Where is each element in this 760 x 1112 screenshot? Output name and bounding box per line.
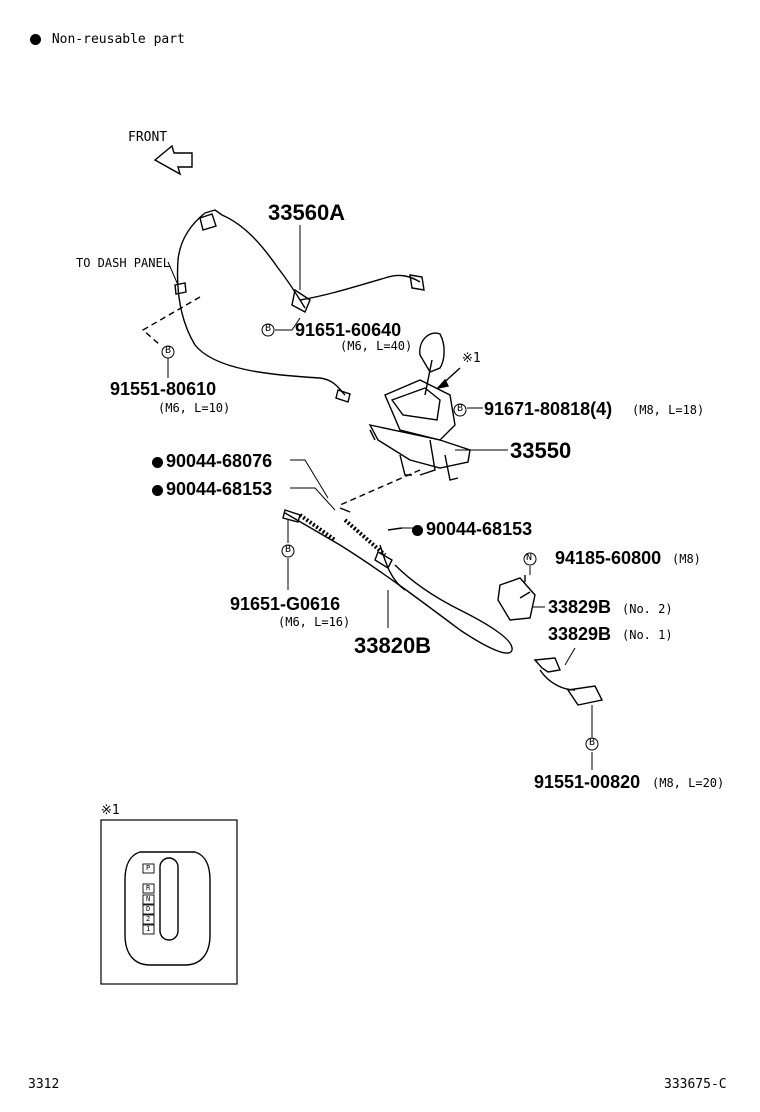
front-arrow <box>153 144 193 176</box>
non-reusable-dot-icon <box>30 34 41 45</box>
part-94185-60800: 94185-60800 <box>555 548 662 568</box>
part-33829B-no2: 33829B <box>548 597 612 617</box>
nut-callout-icon: N <box>526 552 533 563</box>
part-91651-60640: 91651-60640 <box>295 320 402 340</box>
position-r: R <box>146 884 151 892</box>
spec-91651-60640: (M6, L=40) <box>340 339 413 353</box>
part-number: 90044-68153 <box>166 479 273 499</box>
to-dash-panel-label: TO DASH PANEL <box>76 256 170 270</box>
bolt-callout-icon: B <box>165 345 172 356</box>
inset-box <box>100 819 238 985</box>
non-reusable-dot-icon <box>152 484 163 496</box>
legend: Non-reusable part <box>30 33 185 46</box>
part-33829B-no1: 33829B <box>548 624 612 644</box>
bracket-33829B-no2 <box>497 577 536 621</box>
position-1: 1 <box>146 925 151 933</box>
spec-94185-60800: (M8) <box>672 552 701 566</box>
part-number: 90044-68076 <box>166 451 273 471</box>
inset-label: ※1 <box>101 803 120 818</box>
spec-33829B-no2: (No. 2) <box>622 602 673 616</box>
spec-91551-80610: (M6, L=10) <box>158 401 231 415</box>
spec-91671-80818: (M8, L=18) <box>632 403 705 417</box>
shifter-assembly <box>368 423 471 469</box>
part-91551-00820: 91551-00820 <box>534 772 641 792</box>
cable-33560A <box>176 212 346 396</box>
part-33820B: 33820B <box>354 633 432 658</box>
part-91671-80818: 91671-80818(4) <box>484 399 613 419</box>
bracket-33829B-no1 <box>533 657 561 673</box>
part-number: 90044-68153 <box>426 519 533 539</box>
bolt-callout-icon: B <box>457 403 464 414</box>
part-33560A: 33560A <box>268 200 346 225</box>
front-label: FRONT <box>128 130 168 145</box>
position-2: 2 <box>146 915 151 923</box>
note-mark: ※1 <box>462 351 481 366</box>
part-91551-80610: 91551-80610 <box>110 379 217 399</box>
bolt-callout-icon: B <box>285 544 292 555</box>
spec-91551-00820: (M8, L=20) <box>652 776 725 790</box>
footer-drawing-id: 333675-C <box>664 1077 727 1092</box>
part-91651-G0616: 91651-G0616 <box>230 594 341 614</box>
spec-91651-G0616: (M6, L=16) <box>278 615 351 629</box>
bolt-callout-icon: B <box>265 323 272 334</box>
bolt-callout-icon: B <box>589 737 596 748</box>
non-reusable-dot-icon <box>152 456 163 468</box>
part-90044-68153-a: 90044-68153 <box>152 480 272 498</box>
position-n: N <box>146 895 151 903</box>
position-p: P <box>146 864 151 872</box>
part-90044-68076: 90044-68076 <box>152 452 272 470</box>
position-d: D <box>146 905 151 913</box>
spec-33829B-no1: (No. 1) <box>622 628 673 642</box>
part-33550: 33550 <box>510 438 572 463</box>
non-reusable-dot-icon <box>412 524 423 536</box>
footer-page-code: 3312 <box>28 1077 60 1092</box>
part-90044-68153-b: 90044-68153 <box>412 520 532 538</box>
legend-text: Non-reusable part <box>51 32 185 47</box>
